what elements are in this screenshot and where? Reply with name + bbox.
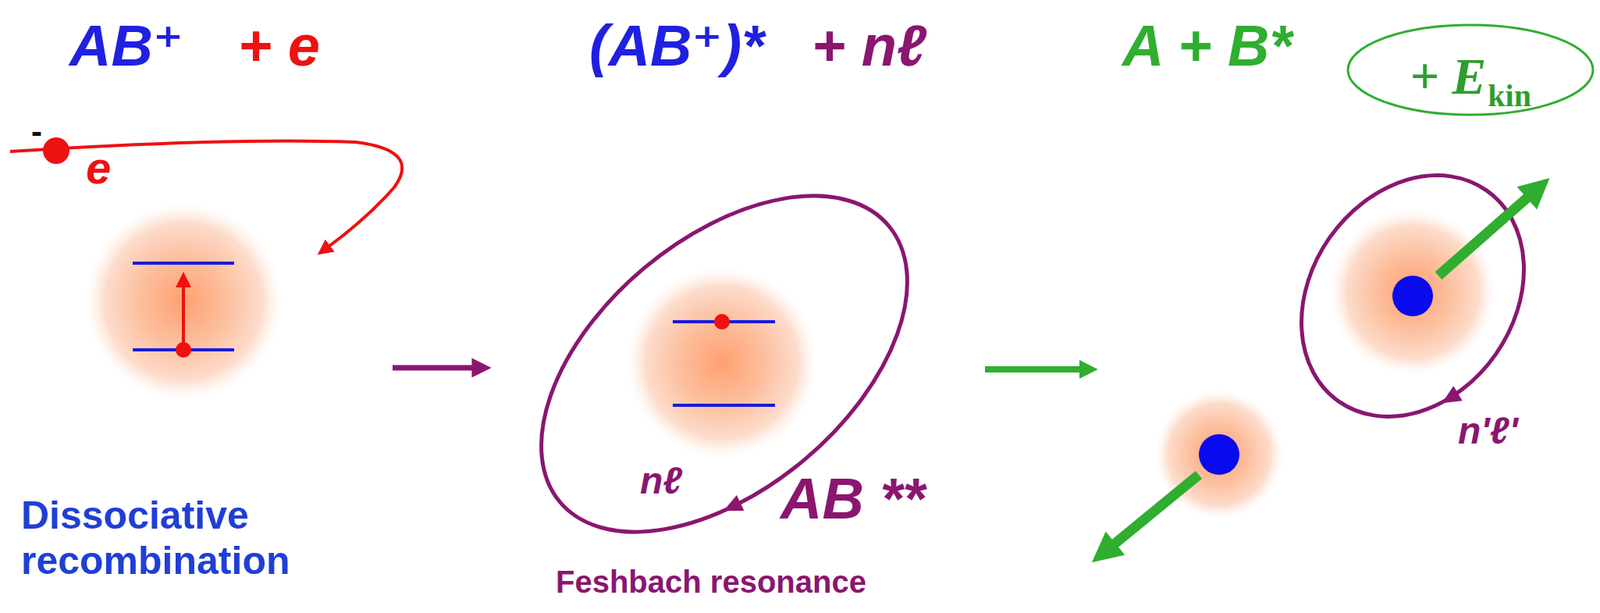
process-name: Dissociative recombination [21, 493, 427, 584]
fragments [1108, 131, 1570, 549]
energy-ellipse: + Ekin [1346, 23, 1595, 117]
energy-symbol: + E [1409, 48, 1487, 106]
species-label: AB⁺ [69, 12, 184, 79]
resonance-name: Feshbach resonance [555, 563, 867, 600]
orbital-label: nℓ [640, 458, 683, 502]
species-label: (AB⁺)* [589, 12, 765, 79]
step-arrow [392, 365, 478, 371]
resonance-state [479, 130, 969, 598]
products-label: A + B* [1122, 12, 1292, 79]
step-arrow [984, 366, 1085, 373]
orbital-label: n'ℓ' [1457, 408, 1519, 452]
electron-label: + e [238, 12, 320, 79]
ion-1 [85, 202, 282, 400]
text-row: + Ekin [1346, 23, 1595, 117]
orbital-label: + nℓ [811, 12, 927, 79]
electron-path [10, 137, 402, 249]
state-label: AB ** [780, 465, 925, 532]
energy-subscript: kin [1487, 78, 1532, 114]
electron-symbol: e [85, 142, 111, 195]
charge-sign: - [31, 113, 43, 151]
